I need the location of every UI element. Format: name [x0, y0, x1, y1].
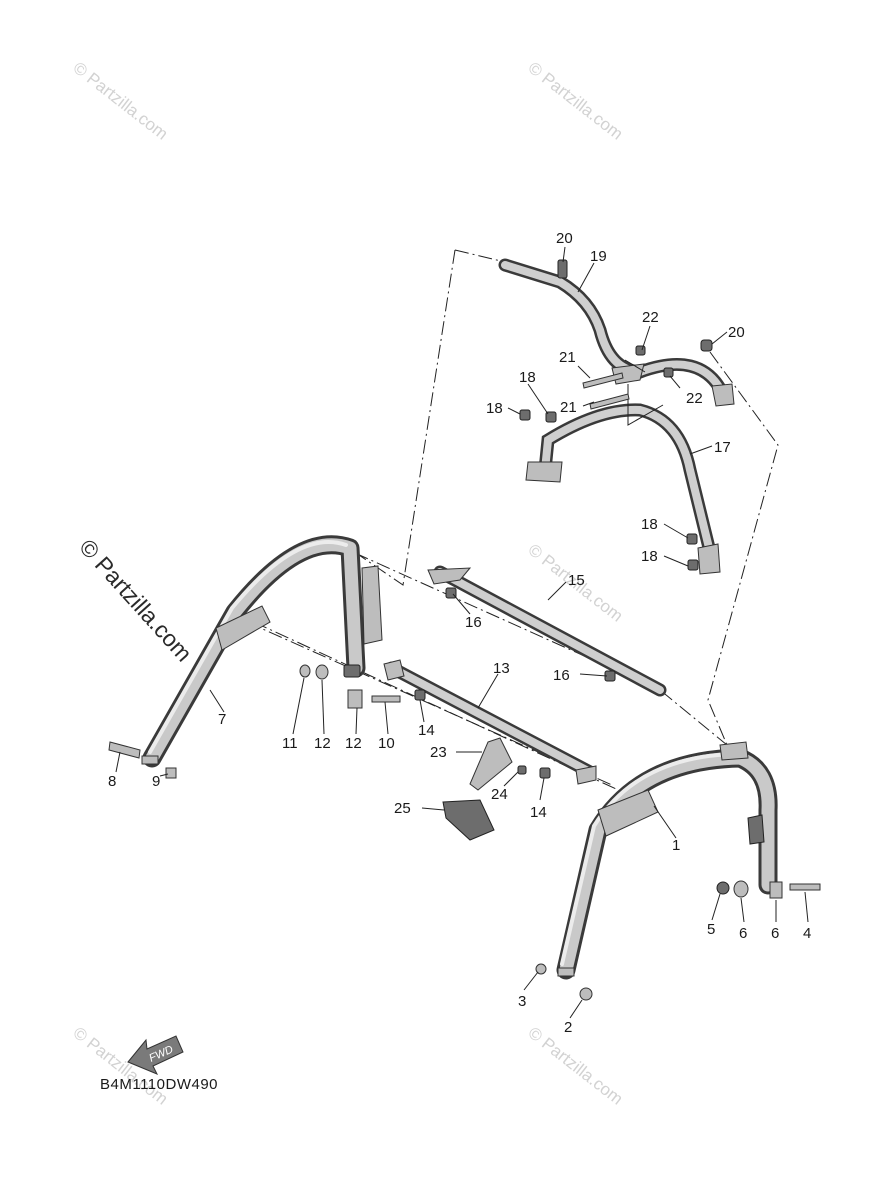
- watermark-bottom-left: © Partzilla.com: [70, 1023, 172, 1109]
- callout-14: 14: [530, 804, 547, 821]
- callout-7: 7: [218, 711, 226, 728]
- callout-4: 4: [803, 925, 811, 942]
- callout-13: 13: [493, 660, 510, 677]
- watermark-main: © Partzilla.com: [74, 534, 197, 667]
- callout-22: 22: [686, 390, 703, 407]
- callout-15: 15: [568, 572, 585, 589]
- callout-18: 18: [519, 369, 536, 386]
- callout-17: 17: [714, 439, 731, 456]
- callout-11: 11: [282, 735, 298, 752]
- leader-lines: [115, 246, 809, 1019]
- callout-18: 18: [641, 548, 658, 565]
- callout-2: 2: [564, 1019, 572, 1036]
- front-roll-bar: [141, 535, 383, 768]
- diagram-code: B4M1110DW490: [100, 1076, 218, 1093]
- assembly-lines: [231, 249, 779, 801]
- callout-6: 6: [739, 925, 747, 942]
- watermark-top-left: © Partzilla.com: [70, 58, 172, 144]
- hardware: [108, 259, 821, 1001]
- watermark-top-right: © Partzilla.com: [525, 58, 627, 144]
- upper-cross-bar: [427, 565, 667, 697]
- callout-22: 22: [642, 309, 659, 326]
- lower-cross-bar: [383, 659, 597, 785]
- watermark-bottom-right: © Partzilla.com: [525, 1023, 627, 1109]
- callout-25: 25: [394, 800, 411, 817]
- callout-21: 21: [559, 349, 576, 366]
- callout-19: 19: [590, 248, 607, 265]
- fwd-arrow-icon: FWD: [127, 1035, 184, 1075]
- callout-16: 16: [465, 614, 482, 631]
- callout-18: 18: [486, 400, 503, 417]
- callout-12: 12: [345, 735, 362, 752]
- grab-handle-assembly: [498, 258, 735, 575]
- rear-roll-bar: [556, 741, 778, 980]
- callout-20: 20: [556, 230, 573, 247]
- callout-9: 9: [152, 773, 160, 790]
- callout-1: 1: [672, 837, 680, 854]
- callout-6: 6: [771, 925, 779, 942]
- callout-8: 8: [108, 773, 116, 790]
- callout-24: 24: [491, 786, 508, 803]
- callout-18: 18: [641, 516, 658, 533]
- callout-20: 20: [728, 324, 745, 341]
- callout-23: 23: [430, 744, 447, 761]
- callout-12: 12: [314, 735, 331, 752]
- callout-16: 16: [553, 667, 570, 684]
- callout-numbers: 20 19 22 20 21 18 21 22 18 17 18 18 15 1…: [108, 230, 811, 1036]
- callout-5: 5: [707, 921, 715, 938]
- callout-21: 21: [560, 399, 577, 416]
- callout-3: 3: [518, 993, 526, 1010]
- callout-10: 10: [378, 735, 395, 752]
- callout-14: 14: [418, 722, 435, 739]
